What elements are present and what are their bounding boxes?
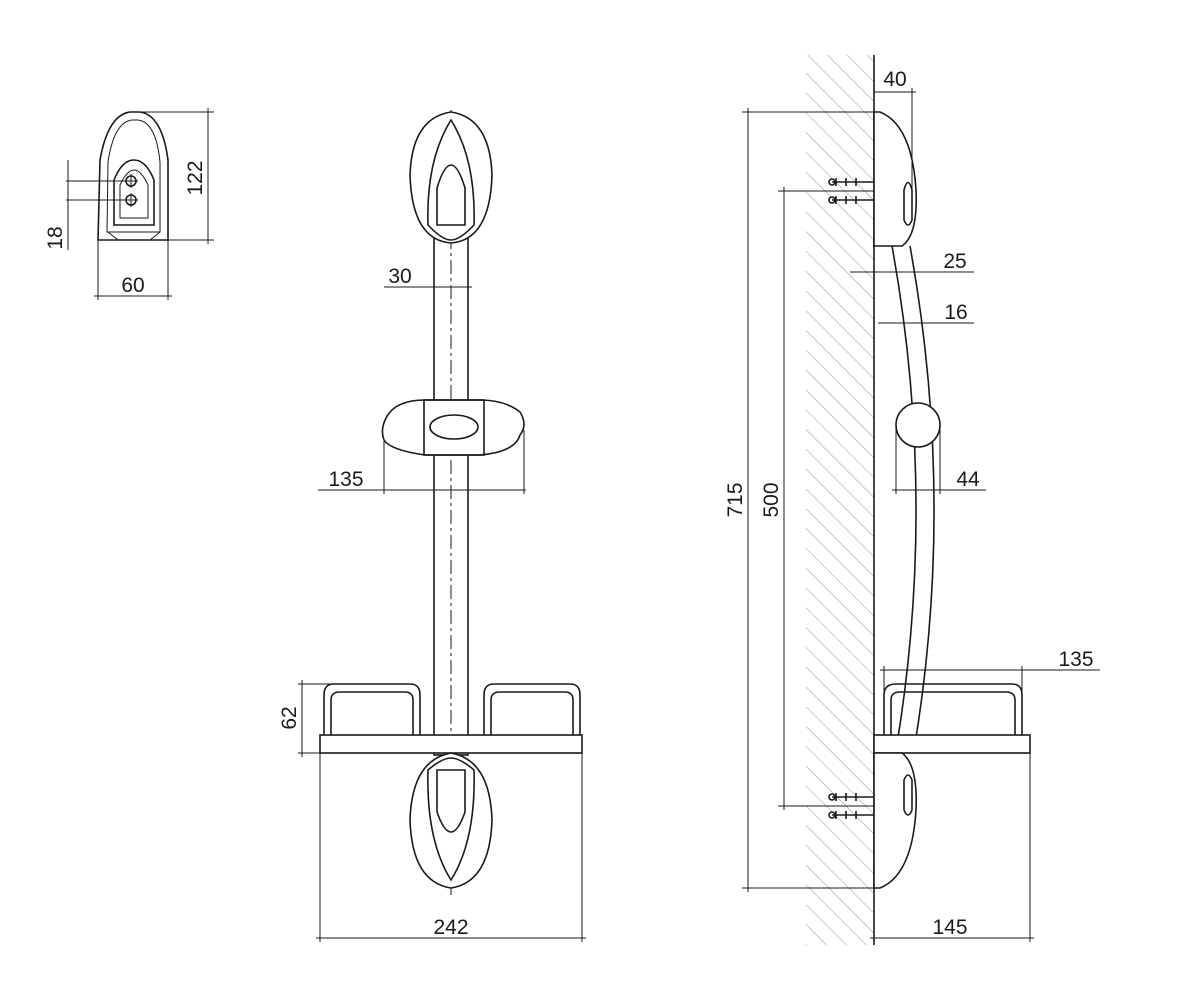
dim-bracket-height: 122	[184, 160, 207, 195]
side-view: 40 25 16 44 715 500 135 145	[724, 55, 1100, 945]
screw-top-upper	[828, 178, 874, 186]
dim-slider-width: 135	[328, 468, 363, 491]
screw-bottom-lower	[828, 811, 874, 819]
dim-total-width: 242	[433, 916, 468, 939]
bracket-top-view: 122 18 60	[44, 108, 214, 300]
wall-hatching	[806, 55, 874, 945]
dim-tray-depth-top: 135	[1058, 648, 1093, 671]
front-view: 30 135 62 242	[278, 110, 586, 942]
screw-top-lower	[828, 196, 874, 204]
dim-fixing-distance: 500	[760, 482, 783, 517]
dim-rail-diameter: 30	[388, 265, 411, 288]
dim-total-height: 715	[724, 482, 747, 517]
dim-tray-depth-bottom: 145	[932, 916, 967, 939]
dim-rail-gap: 16	[944, 301, 967, 324]
dim-tray-height: 62	[278, 706, 301, 729]
dim-slider-depth: 44	[956, 468, 980, 491]
dim-wall-offset: 40	[883, 68, 906, 91]
screw-bottom-upper	[828, 793, 874, 801]
dim-hole-spacing: 18	[44, 226, 67, 249]
dim-rail-offset: 25	[943, 250, 966, 273]
dim-bracket-width: 60	[121, 274, 144, 297]
